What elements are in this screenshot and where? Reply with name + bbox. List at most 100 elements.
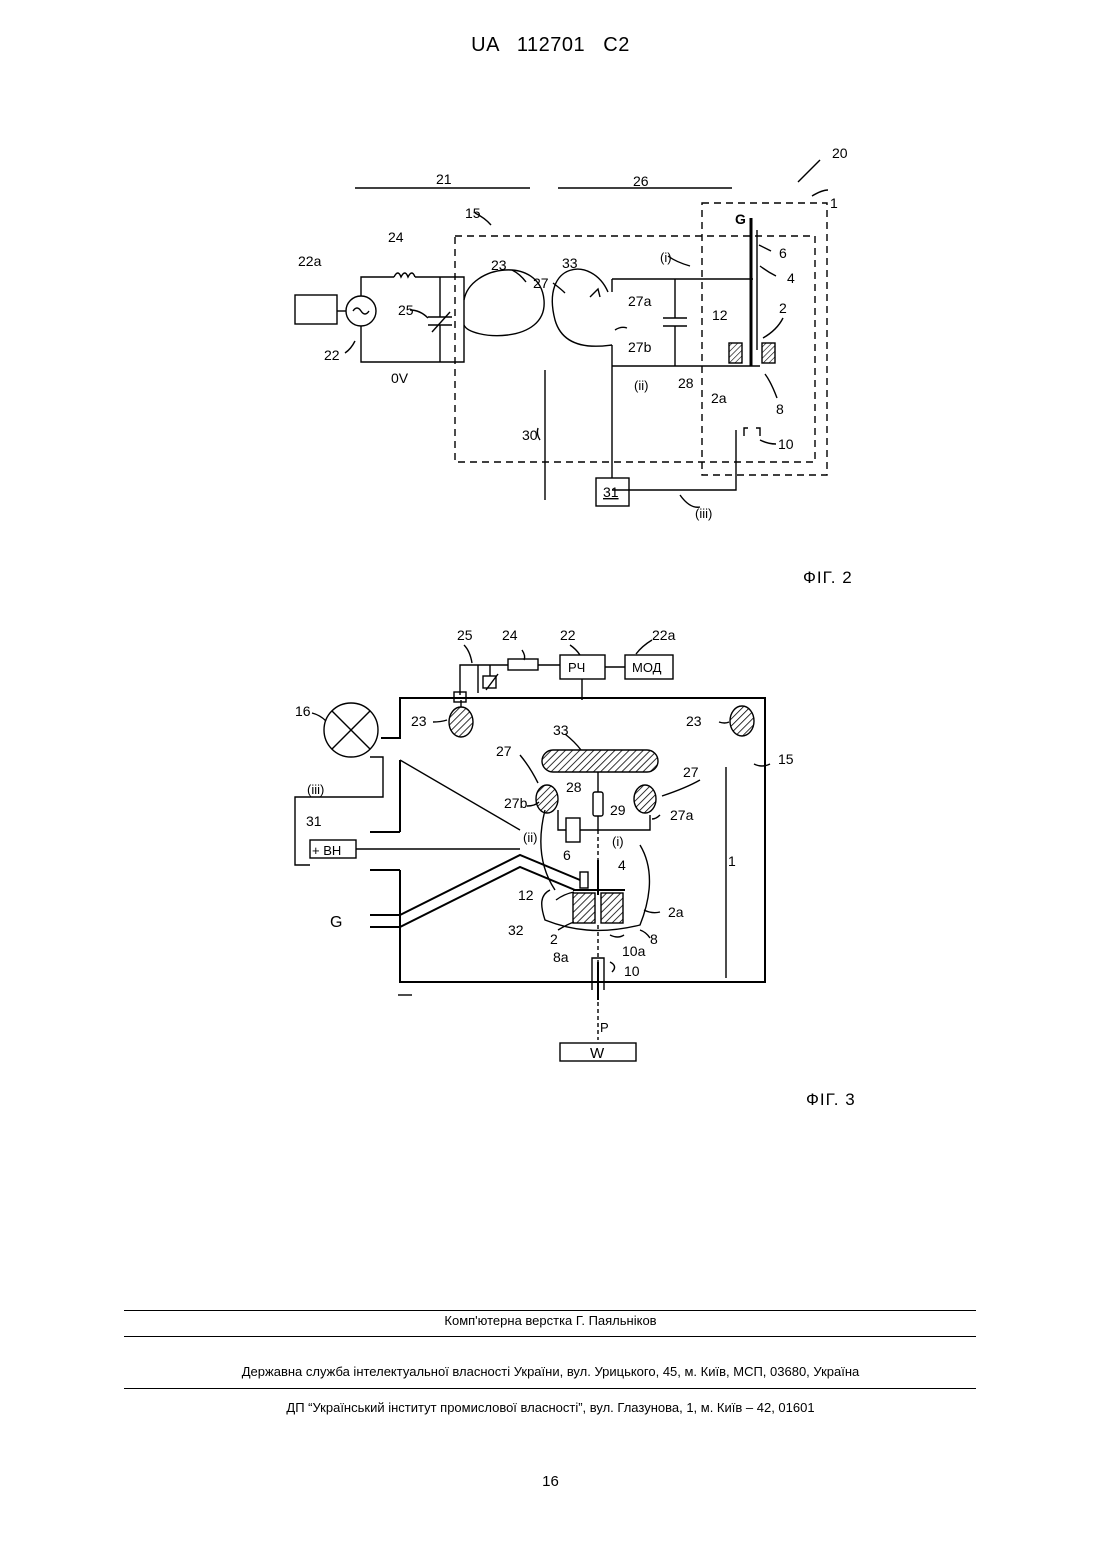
footer-service-address: Державна служба інтелектуальної власност… — [0, 1364, 1101, 1379]
label-ii: (ii) — [523, 830, 537, 845]
label-12: 12 — [518, 887, 534, 903]
label-1: 1 — [830, 195, 838, 211]
electrode-2a — [601, 893, 623, 923]
label-4: 4 — [787, 270, 795, 286]
label-15: 15 — [465, 205, 481, 221]
label-31: 31 — [603, 484, 619, 500]
label-27a: 27a — [670, 807, 694, 823]
header-kind: C2 — [603, 34, 630, 56]
label-iii: (iii) — [695, 506, 712, 521]
label-23: 23 — [491, 257, 507, 273]
figure-3-diagram: 25 24 22 22a РЧ МОД 16 23 23 33 27 27 15… — [0, 620, 1101, 1070]
figure-2-diagram: 20 21 26 1 15 G 6 4 2 24 22a 23 33 27 27… — [0, 130, 1101, 550]
electrode-33 — [542, 750, 658, 772]
footer-layout-credit: Комп'ютерна верстка Г. Паяльніков — [0, 1313, 1101, 1328]
label-2a: 2a — [668, 904, 684, 920]
figure-3-caption: ФІГ. 3 — [806, 1090, 856, 1110]
label-G: G — [330, 914, 342, 931]
resistor-24 — [508, 659, 538, 670]
label-W: W — [590, 1045, 605, 1062]
label-6: 6 — [779, 245, 787, 261]
label-12: 12 — [712, 307, 728, 323]
label-i: (i) — [612, 834, 624, 849]
label-27b: 27b — [628, 339, 652, 355]
label-16: 16 — [295, 703, 311, 719]
label-1: 1 — [728, 853, 736, 869]
label-8: 8 — [776, 401, 784, 417]
label-10: 10 — [778, 436, 794, 452]
arrow-icon — [590, 289, 600, 297]
footer-rule-2 — [124, 1336, 976, 1337]
label-27a: 27a — [628, 293, 652, 309]
element-28 — [566, 818, 580, 842]
label-22a: 22a — [652, 627, 676, 643]
label-24: 24 — [388, 229, 404, 245]
label-8a: 8a — [553, 949, 569, 965]
footer-rule-3 — [124, 1388, 976, 1389]
modulator-box — [295, 295, 337, 324]
sine-icon — [353, 308, 369, 314]
label-2: 2 — [779, 300, 787, 316]
label-27-right: 27 — [683, 764, 699, 780]
label-27b: 27b — [504, 795, 528, 811]
label-20: 20 — [832, 145, 848, 161]
coil-27 — [552, 269, 612, 346]
label-mod: МОД — [632, 660, 662, 675]
label-33: 33 — [553, 722, 569, 738]
label-2: 2 — [550, 931, 558, 947]
label-i: (i) — [660, 250, 672, 265]
coil-23-left — [449, 707, 473, 737]
page-number: 16 — [0, 1473, 1101, 1490]
label-2a: 2a — [711, 390, 727, 406]
label-32: 32 — [508, 922, 524, 938]
label-G: G — [735, 211, 746, 227]
label-31: 31 — [306, 813, 322, 829]
label-25: 25 — [457, 627, 473, 643]
label-24: 24 — [502, 627, 518, 643]
label-25: 25 — [398, 302, 414, 318]
label-33: 33 — [562, 255, 578, 271]
label-22a: 22a — [298, 253, 322, 269]
label-27: 27 — [533, 275, 549, 291]
label-28: 28 — [566, 779, 582, 795]
label-8: 8 — [650, 931, 658, 947]
electrode-12 — [729, 343, 742, 363]
label-iii: (iii) — [307, 782, 324, 797]
footer-rule-1 — [124, 1310, 976, 1311]
label-21: 21 — [436, 171, 452, 187]
enclosure-1 — [702, 203, 827, 475]
label-26: 26 — [633, 173, 649, 189]
header-number: 112701 — [517, 34, 585, 56]
document-header: UA 112701 C2 — [0, 34, 1101, 57]
element-29 — [593, 792, 603, 816]
label-P: P — [600, 1020, 609, 1035]
label-10: 10 — [624, 963, 640, 979]
label-29: 29 — [610, 802, 626, 818]
label-10a: 10a — [622, 943, 646, 959]
label-22: 22 — [324, 347, 340, 363]
label-23-right: 23 — [686, 713, 702, 729]
header-office: UA — [471, 34, 499, 56]
coil-27b — [536, 785, 558, 813]
label-23-left: 23 — [411, 713, 427, 729]
leader-20 — [798, 160, 820, 182]
label-4: 4 — [618, 857, 626, 873]
figure-2-caption: ФІГ. 2 — [803, 568, 853, 588]
label-ii: (ii) — [634, 378, 648, 393]
label-6: 6 — [563, 847, 571, 863]
coil-27a — [634, 785, 656, 813]
label-30: 30 — [522, 427, 538, 443]
electrode-12 — [573, 893, 595, 923]
label-27-left: 27 — [496, 743, 512, 759]
inductor-24 — [394, 273, 415, 277]
label-28: 28 — [678, 375, 694, 391]
label-0V: 0V — [391, 370, 409, 386]
footer-institute-address: ДП “Український інститут промислової вла… — [0, 1400, 1101, 1415]
label-22: 22 — [560, 627, 576, 643]
coil-23-right — [730, 706, 754, 736]
label-rf: РЧ — [568, 660, 585, 675]
needle-6 — [580, 872, 588, 888]
label-hv: + ВН — [312, 843, 341, 858]
electrode-2 — [762, 343, 775, 363]
label-15: 15 — [778, 751, 794, 767]
